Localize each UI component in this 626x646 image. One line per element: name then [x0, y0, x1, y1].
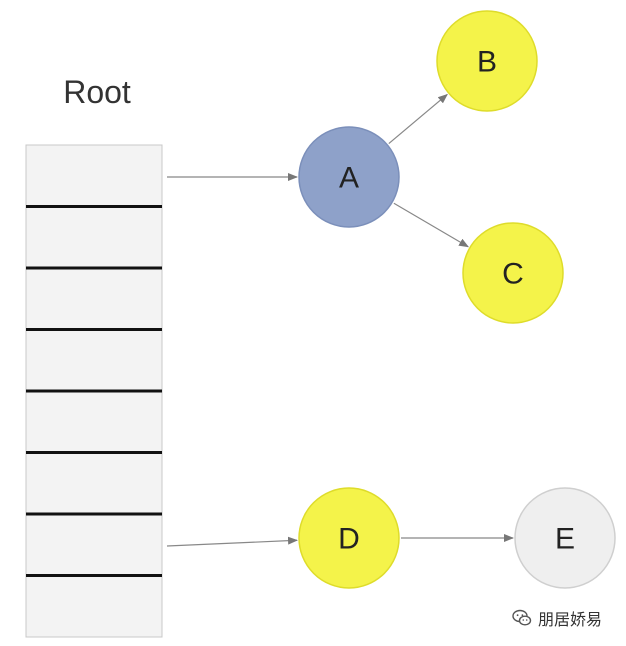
root-slot: [25, 452, 163, 515]
node-label: E: [555, 523, 575, 556]
root-slot: [25, 575, 163, 638]
node-d: D: [298, 487, 400, 589]
node-label: A: [339, 162, 359, 195]
edge-root6-to-d: [166, 536, 299, 547]
watermark: 朋居娇易: [512, 606, 602, 630]
root-slot: [25, 329, 163, 392]
root-slot: [25, 144, 163, 207]
root-slot: [25, 267, 163, 330]
node-circle: [436, 10, 538, 112]
node-circle: [298, 487, 400, 589]
node-e: E: [514, 487, 616, 589]
node-circle: [514, 487, 616, 589]
node-group: A B C D E: [298, 10, 616, 589]
wechat-icon: [512, 609, 532, 626]
node-a: A: [298, 126, 400, 228]
node-c: C: [462, 222, 564, 324]
node-circle: [462, 222, 564, 324]
node-b: B: [436, 10, 538, 112]
node-circle: [298, 126, 400, 228]
edge-a-to-b: [388, 93, 448, 144]
root-slot: [25, 206, 163, 269]
watermark-text: 朋居娇易: [538, 610, 603, 629]
node-label: B: [477, 46, 497, 79]
root-slot: [25, 390, 163, 453]
node-label: C: [502, 258, 524, 291]
root-title: Root: [63, 74, 131, 110]
edge-group: [166, 93, 514, 547]
root-stack: [25, 144, 163, 638]
root-slot: [25, 513, 163, 576]
edge-a-to-c: [393, 202, 469, 248]
node-label: D: [338, 523, 360, 556]
